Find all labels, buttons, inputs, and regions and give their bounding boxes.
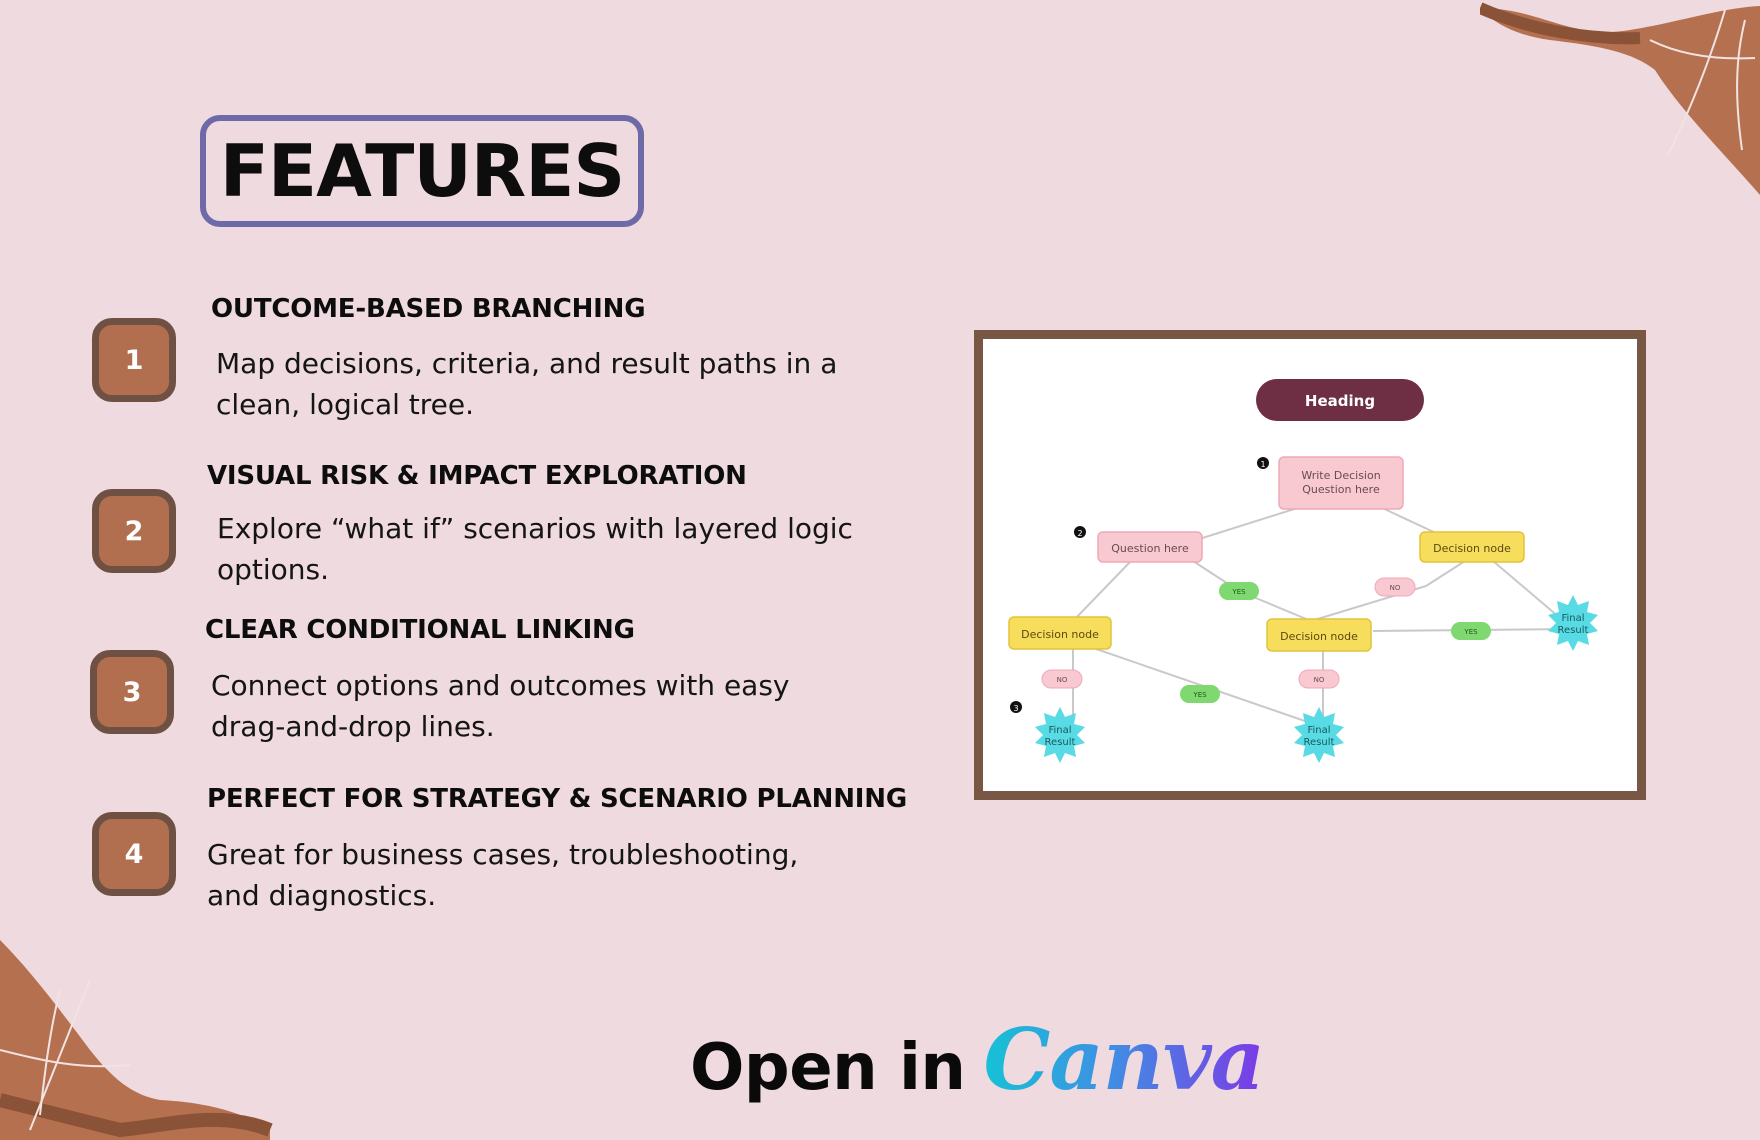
final-result-burst: Final Result [1548,595,1598,651]
step-marker-label: 3 [1013,704,1018,713]
feature-description: Connect options and outcomes with easy d… [211,669,790,743]
yes-pill-label: YES [1231,588,1246,596]
feature-title: PERFECT FOR STRATEGY & SCENARIO PLANNING [207,784,907,814]
heading-text: Heading [1305,392,1375,410]
yes-pill [1180,685,1220,703]
step-marker [1074,526,1086,538]
no-pill-label: NO [1390,584,1401,592]
svg-text:Result: Result [1304,737,1335,748]
svg-text:Final: Final [1048,725,1071,736]
root-question-line2: Question here [1302,483,1380,496]
step-marker [1257,457,1269,469]
decision-node [1266,618,1372,652]
corner-decoration-top-right [1480,2,1760,195]
question-node [1097,531,1203,563]
yes-pill-label: YES [1463,628,1478,636]
root-question-line1: Write Decision [1301,469,1380,482]
feature-number: 3 [122,676,142,708]
canva-logo: Canva [983,1010,1265,1109]
step-marker-label: 2 [1077,529,1082,538]
yes-pill-label: YES [1192,691,1207,699]
decision-node-label: Decision node [1021,628,1099,641]
feature-title: OUTCOME-BASED BRANCHING [211,294,646,324]
yes-pill [1451,622,1491,640]
decision-node [1008,616,1112,650]
connector-lines [1072,491,1574,730]
decision-tree-preview-image: Heading Write Decision Question here 1 Q… [974,330,1646,800]
svg-text:Result: Result [1045,737,1076,748]
question-node-label: Question here [1111,542,1189,555]
no-pill [1298,669,1340,689]
decision-node-label: Decision node [1280,630,1358,643]
feature-description: Great for business cases, troubleshootin… [207,838,799,912]
no-pill [1041,669,1083,689]
decision-node [1419,531,1525,563]
decision-tree-diagram: Heading Write Decision Question here 1 Q… [1008,379,1598,763]
final-result-burst: Final Result [1294,707,1344,763]
feature-title: VISUAL RISK & IMPACT EXPLORATION [207,461,747,491]
feature-number-badge: 1 [92,318,176,402]
no-pill [1374,577,1416,597]
feature-number: 1 [124,344,144,376]
corner-decoration-bottom-left [0,940,273,1140]
feature-description: Explore “what if” scenarios with layered… [217,512,853,586]
feature-number-badge: 4 [92,812,176,896]
feature-number: 2 [124,515,144,547]
heading-pill [1256,379,1424,421]
final-result-burst: Final Result [1035,707,1085,763]
no-pill-label: NO [1057,676,1068,684]
feature-description: Map decisions, criteria, and result path… [216,347,838,421]
step-marker-label: 1 [1260,460,1265,469]
svg-text:Final: Final [1307,725,1330,736]
cta-prefix: Open in [690,1031,966,1105]
svg-text:Result: Result [1558,625,1589,636]
feature-number-badge: 2 [92,489,176,573]
svg-text:Final: Final [1561,613,1584,624]
root-question-node [1278,456,1404,510]
page-title: FEATURES [219,129,626,213]
features-title-box: FEATURES [200,115,644,227]
no-pill-label: NO [1314,676,1325,684]
decision-node-label: Decision node [1433,542,1511,555]
feature-number-badge: 3 [90,650,174,734]
yes-pill [1219,582,1259,600]
step-marker [1010,701,1022,713]
feature-number: 4 [124,838,144,870]
feature-title: CLEAR CONDITIONAL LINKING [205,615,635,645]
open-in-canva-link[interactable]: Open in Canva [690,1010,1265,1120]
